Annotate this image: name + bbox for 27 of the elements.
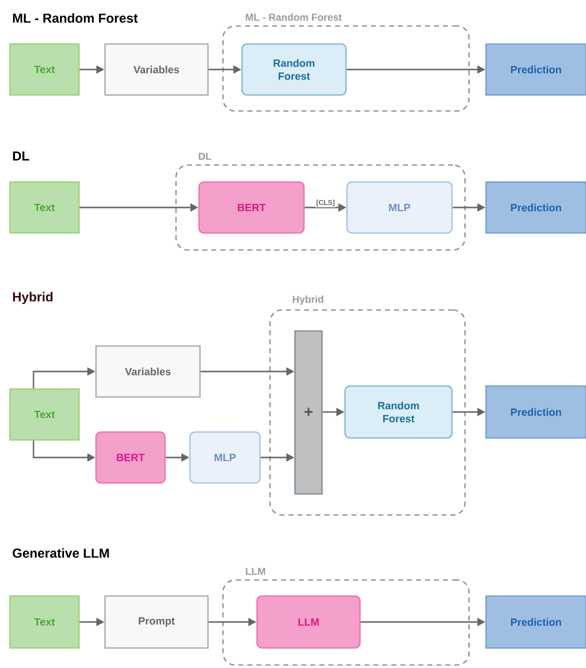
model-box: Random Forest [344, 385, 453, 439]
output-box: Prediction [485, 595, 586, 649]
input-box: Text [9, 595, 80, 649]
section-title: Generative LLM [12, 548, 109, 558]
input-box: Text [9, 181, 80, 234]
group-label: Hybrid [292, 295, 324, 305]
process-box: Variables [104, 43, 209, 96]
output-box: Prediction [485, 181, 586, 234]
model-box: Random Forest [241, 43, 347, 96]
output-box: Prediction [485, 43, 586, 96]
model-box: MLP [189, 431, 261, 484]
model-box: LLM [256, 595, 361, 649]
section-title: DL [13, 152, 30, 160]
section-title: Hybrid [13, 292, 53, 304]
process-box: Variables [95, 345, 201, 398]
group-label: LLM [246, 568, 266, 575]
input-box: Text [9, 43, 80, 96]
section-title: ML - Random Forest [13, 13, 138, 23]
output-box: Prediction [485, 385, 586, 439]
group-label: ML - Random Forest [246, 13, 342, 21]
process-box: Prompt [104, 595, 209, 649]
concat-bar: + [294, 330, 323, 495]
model-box: BERT [198, 181, 305, 234]
model-box: MLP [346, 181, 453, 234]
model-box: BERT [95, 431, 166, 484]
group-label: DL [198, 152, 212, 160]
input-box: Text [9, 388, 80, 441]
